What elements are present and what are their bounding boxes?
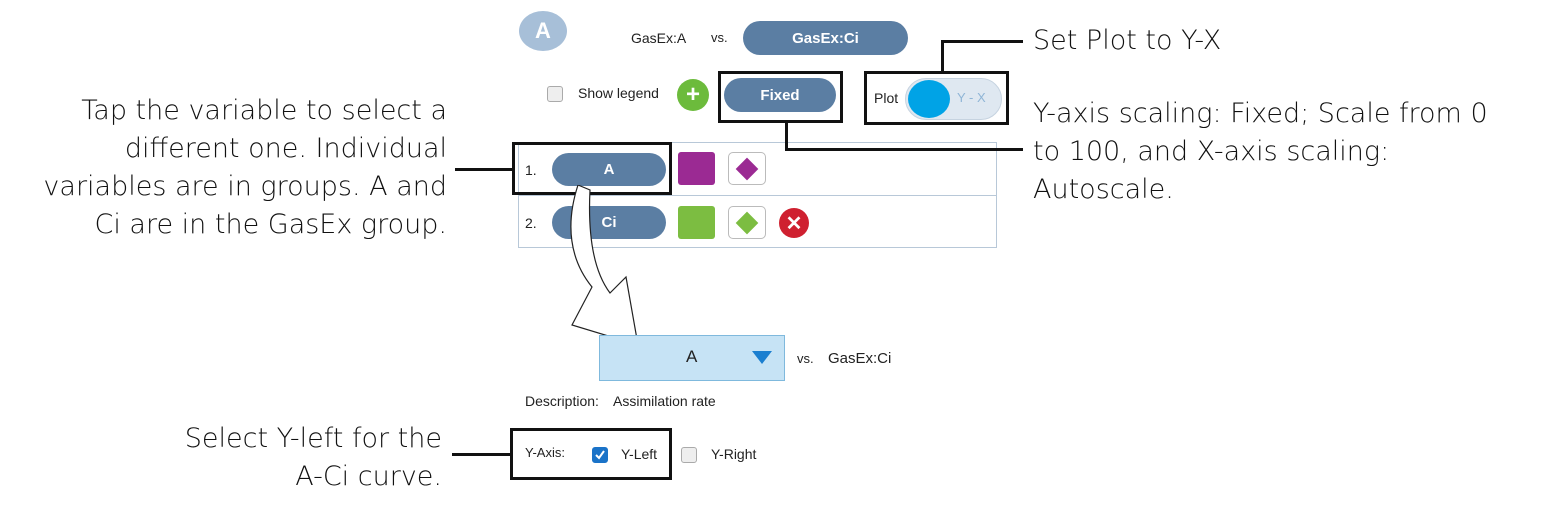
- diamond-marker-icon: [735, 157, 759, 180]
- plot-highlight-box: [864, 71, 1009, 125]
- delete-button[interactable]: ✕: [779, 208, 809, 238]
- y-left-label: Y-Left: [621, 446, 658, 462]
- color-swatch[interactable]: [678, 152, 715, 185]
- scaling-highlight-box: [718, 71, 843, 123]
- show-legend-checkbox[interactable]: [547, 86, 563, 102]
- leader-line: [452, 453, 511, 456]
- row-index: 2.: [525, 215, 537, 231]
- description-label: Description:: [525, 393, 599, 409]
- curved-arrow-icon: [570, 185, 639, 346]
- callout-scaling: Y-axis scaling: Fixed; Scale from 0 to 1…: [1033, 98, 1488, 205]
- y-left-checkbox[interactable]: [592, 447, 608, 463]
- variable-dropdown[interactable]: [599, 335, 785, 381]
- scaling-button[interactable]: Fixed: [724, 78, 836, 112]
- show-legend-label: Show legend: [578, 85, 659, 101]
- variable-button-a[interactable]: A: [552, 153, 666, 186]
- y-variable-label: GasEx:A: [631, 30, 687, 46]
- table-divider: [518, 195, 997, 196]
- dropdown-value: A: [686, 347, 698, 366]
- leader-line: [455, 168, 513, 171]
- leader-line: [785, 148, 1023, 151]
- avatar: A: [519, 11, 567, 51]
- y-right-checkbox[interactable]: [681, 447, 697, 463]
- toggle-knob: [908, 80, 950, 118]
- plot-toggle-text: Y - X: [957, 90, 986, 105]
- plus-icon: +: [685, 81, 700, 108]
- vs-label: vs.: [797, 351, 814, 366]
- vs-label: vs.: [711, 30, 728, 45]
- callout-tap-variable: Tap the variable to select a different o…: [43, 95, 447, 240]
- marker-selector[interactable]: [728, 206, 766, 239]
- x-variable-label: GasEx:Ci: [828, 350, 892, 367]
- leader-line: [941, 40, 1023, 43]
- y-axis-label: Y-Axis:: [525, 445, 565, 460]
- callout-select-y-left: Select Y-left for the A-Ci curve.: [184, 423, 442, 492]
- check-icon: [595, 450, 605, 460]
- color-swatch[interactable]: [678, 206, 715, 239]
- diamond-marker-icon: [735, 211, 759, 234]
- callout-set-plot: Set Plot to Y-X: [1033, 25, 1222, 56]
- y-axis-highlight-box: [510, 428, 672, 480]
- description-value: Assimilation rate: [613, 393, 716, 409]
- leader-line: [941, 40, 944, 73]
- close-icon: ✕: [785, 212, 803, 235]
- y-right-label: Y-Right: [711, 446, 757, 462]
- variable-highlight-box: [512, 142, 672, 195]
- add-variable-button[interactable]: +: [677, 79, 709, 111]
- dropdown-triangle-icon: [752, 351, 772, 364]
- row-index: 1.: [525, 162, 537, 178]
- x-variable-button[interactable]: GasEx:Ci: [743, 21, 908, 55]
- marker-selector[interactable]: [728, 152, 766, 185]
- plot-label: Plot: [874, 90, 899, 106]
- leader-line: [785, 123, 788, 150]
